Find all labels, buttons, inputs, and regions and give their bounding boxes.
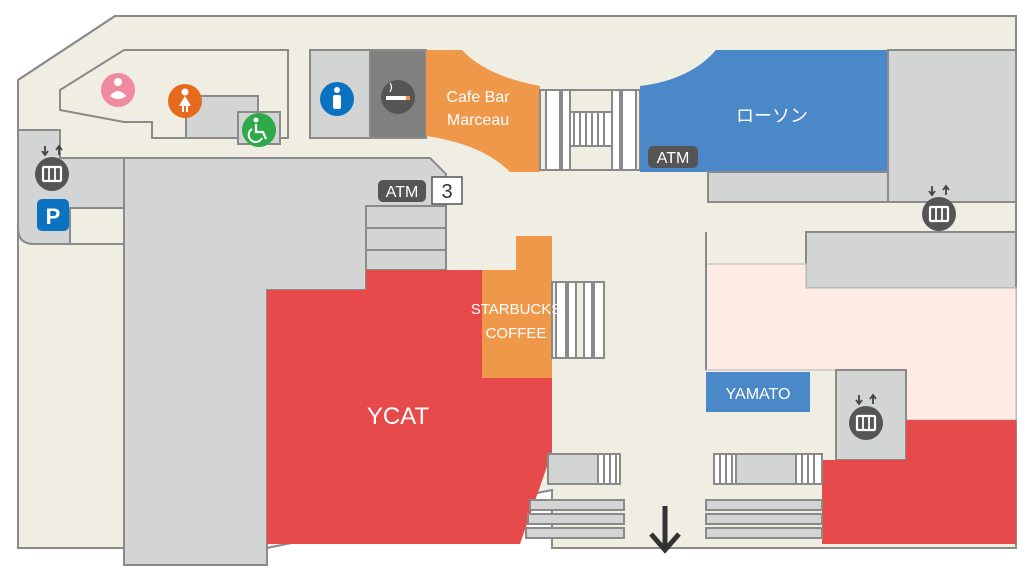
starbucks-label-line2: COFFEE bbox=[486, 325, 547, 342]
lawson-store bbox=[640, 50, 888, 172]
atm-label: ATM bbox=[657, 150, 690, 167]
down-arrow-icon bbox=[649, 506, 681, 554]
atm-badge-lawson: ATM bbox=[648, 146, 698, 168]
cafe-bar-label-line1: Cafe Bar bbox=[446, 89, 510, 106]
parking-label: P bbox=[46, 204, 61, 229]
cafe-bar-marceau-store bbox=[426, 50, 540, 172]
lawson-label: ローソン bbox=[736, 106, 808, 126]
information-icon bbox=[320, 82, 354, 116]
ycat-store bbox=[267, 270, 552, 544]
smoking-icon bbox=[381, 80, 415, 114]
red-store-right bbox=[822, 420, 1016, 544]
starbucks-label-line1: STARBUCKS bbox=[471, 301, 562, 318]
parking-icon: P bbox=[37, 199, 69, 231]
starbucks-store bbox=[482, 236, 552, 378]
wheelchair-icon bbox=[242, 113, 276, 147]
atm-label: ATM bbox=[386, 184, 419, 201]
gate-number-badge: 3 bbox=[431, 176, 463, 205]
yamato-label: YAMATO bbox=[726, 386, 791, 403]
stairs-bottom-left bbox=[525, 453, 625, 539]
gate-number: 3 bbox=[441, 181, 452, 203]
yamato-store bbox=[706, 372, 810, 412]
upper-right-block bbox=[887, 49, 1017, 203]
ycat-label: YCAT bbox=[367, 403, 430, 430]
womens-toilet-icon bbox=[168, 84, 202, 118]
stairs-left bbox=[365, 205, 447, 271]
escalator-upper bbox=[539, 89, 641, 171]
escalator-middle bbox=[551, 281, 605, 359]
lawson-back bbox=[707, 171, 889, 203]
right-grey-block bbox=[805, 231, 1017, 289]
stairs-bottom-right bbox=[705, 453, 823, 539]
cafe-bar-label-line2: Marceau bbox=[447, 112, 509, 129]
baby-icon bbox=[101, 73, 135, 107]
atm-badge-left: ATM bbox=[378, 180, 426, 202]
